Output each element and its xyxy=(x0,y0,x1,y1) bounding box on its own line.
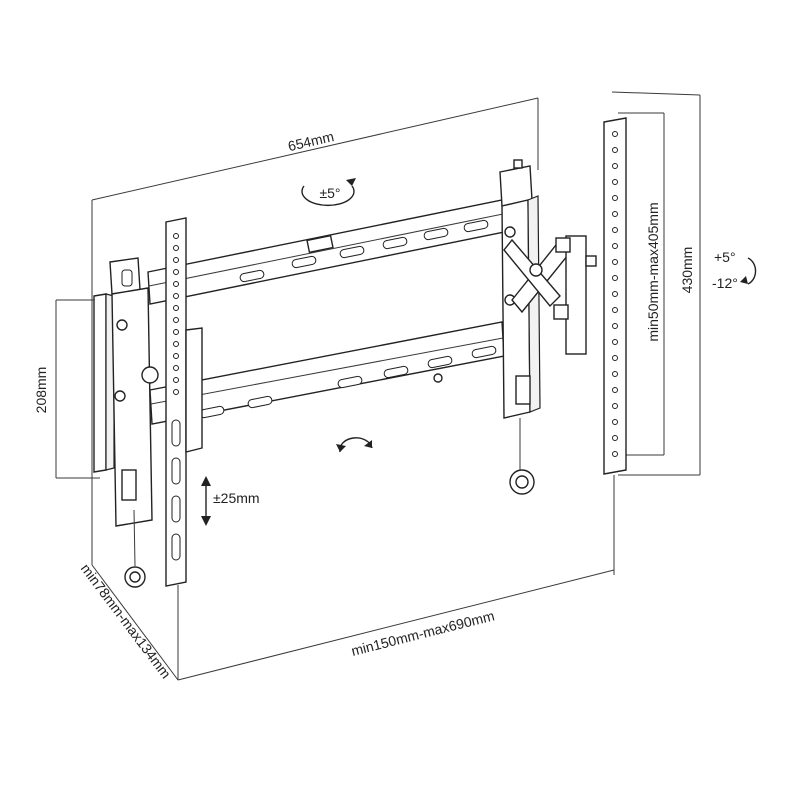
shift-arrow xyxy=(201,476,211,526)
tilt-arrow xyxy=(740,257,757,285)
swivel-arrow-top xyxy=(301,178,356,207)
tilt-up-label: +5° xyxy=(714,249,736,265)
tilt-down-label: -12° xyxy=(712,275,738,291)
right-tv-arm xyxy=(553,117,627,475)
vesa-horizontal-label: min150mm-max690mm xyxy=(350,607,496,659)
bracket-height-label: 208mm xyxy=(33,367,49,414)
vesa-vertical-label: min50mm-max405mm xyxy=(645,202,661,341)
horizontal-rails xyxy=(147,199,505,425)
swivel-label: ±5° xyxy=(319,185,340,201)
shift-label: ±25mm xyxy=(213,490,260,506)
right-wall-bracket xyxy=(499,159,573,495)
rotation-arrow-center xyxy=(336,437,373,453)
height-total-label: 430mm xyxy=(679,247,695,294)
left-tv-arm xyxy=(165,217,203,587)
dimension-lines xyxy=(55,91,701,681)
left-wall-bracket xyxy=(93,257,159,588)
